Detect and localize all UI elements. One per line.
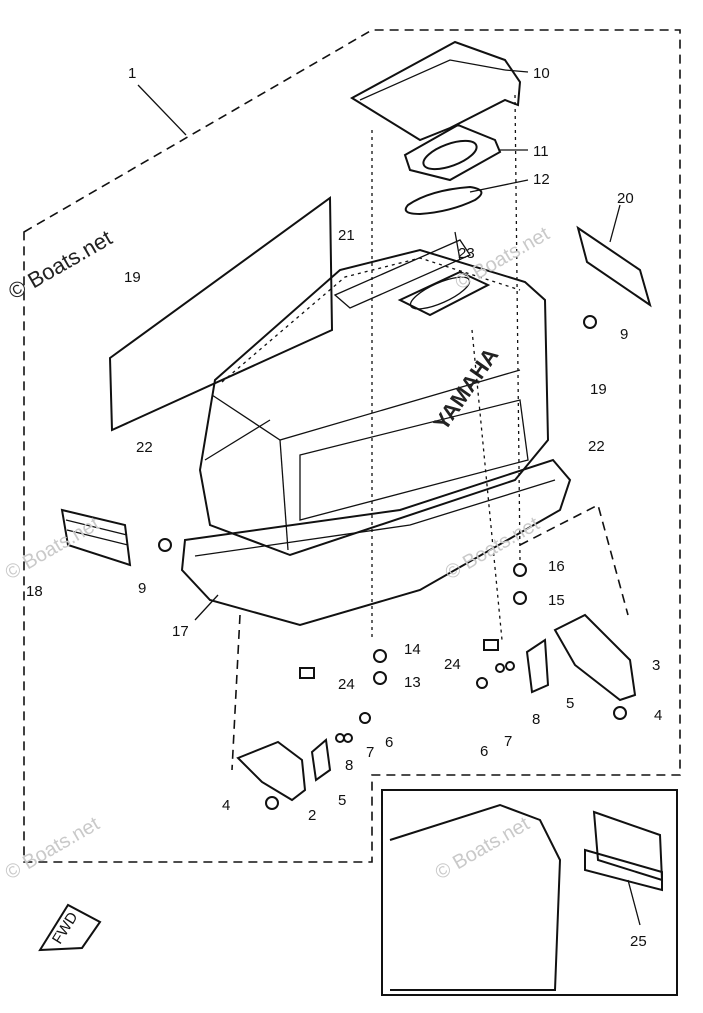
callout-7-left: 7 (366, 744, 374, 761)
callout-4-left: 4 (222, 797, 230, 814)
side-plate-part (60, 508, 132, 567)
callout-8-right: 8 (532, 711, 540, 728)
watermark-5: © Boats.net (2, 813, 104, 885)
callout-19-left: 19 (124, 269, 141, 286)
callout-17: 17 (172, 623, 189, 640)
seal-plate-part (403, 123, 502, 182)
callout-4-right: 4 (654, 707, 662, 724)
latch-5b-part (525, 638, 550, 694)
inset-cowl (389, 803, 562, 991)
brand-logo: YAMAHA (429, 343, 504, 435)
fwd-arrow-icon: FWD (38, 903, 102, 952)
callout-5-right: 5 (566, 695, 574, 712)
callout-14: 14 (404, 641, 421, 658)
hardware-parts (158, 315, 627, 810)
callout-7-right: 7 (504, 733, 512, 750)
latch-5a-part (310, 738, 332, 782)
callout-3: 3 (652, 657, 660, 674)
callout-6-left: 6 (385, 734, 393, 751)
callout-1: 1 (128, 65, 136, 82)
leader-1 (137, 84, 187, 136)
bracket-2-part (236, 740, 307, 802)
watermark-4: © Boats.net (442, 513, 544, 585)
assembly-boundary (23, 29, 681, 863)
decal-20-part (576, 225, 652, 308)
callout-13: 13 (404, 674, 421, 691)
callout-2: 2 (308, 807, 316, 824)
callout-18: 18 (26, 583, 43, 600)
leader-10 (504, 69, 529, 73)
leader-vert-c (471, 329, 503, 641)
callout-25: 25 (630, 933, 647, 950)
leader-25 (627, 879, 641, 926)
decal-19-left (108, 196, 334, 432)
callout-9-right: 9 (620, 326, 628, 343)
leader-20 (609, 204, 621, 243)
callout-9-left: 9 (138, 580, 146, 597)
callout-15: 15 (548, 592, 565, 609)
callout-24-right: 24 (444, 656, 461, 673)
inset-decal (584, 848, 663, 892)
callout-20: 20 (617, 190, 634, 207)
cowling-body (198, 231, 550, 557)
side-plate-stripes (65, 519, 129, 546)
callout-16: 16 (548, 558, 565, 575)
watermark-6: © Boats.net (432, 813, 534, 885)
bracket-3-part (553, 613, 637, 702)
callout-24-left: 24 (338, 676, 355, 693)
leader-vert-b (514, 94, 521, 561)
callout-23: 23 (458, 245, 475, 262)
callout-19-right: 19 (590, 381, 607, 398)
callout-21: 21 (338, 227, 355, 244)
callout-12: 12 (533, 171, 550, 188)
leader-12 (469, 179, 529, 193)
bottom-pan-part (180, 458, 572, 627)
inset-box (381, 789, 678, 996)
watermark-1: © Boats.net (4, 225, 116, 304)
watermark-3: © Boats.net (2, 513, 104, 585)
callout-22-right: 22 (588, 438, 605, 455)
callout-6-right: 6 (480, 743, 488, 760)
callout-10: 10 (533, 65, 550, 82)
gasket-part (404, 185, 483, 216)
callout-5-left: 5 (338, 792, 346, 809)
callout-22-left: 22 (136, 439, 153, 456)
leader-vert-d (231, 614, 241, 771)
top-cover-part (350, 40, 522, 142)
callout-8-left: 8 (345, 757, 353, 774)
leader-17 (194, 594, 219, 621)
callout-11: 11 (533, 143, 549, 160)
